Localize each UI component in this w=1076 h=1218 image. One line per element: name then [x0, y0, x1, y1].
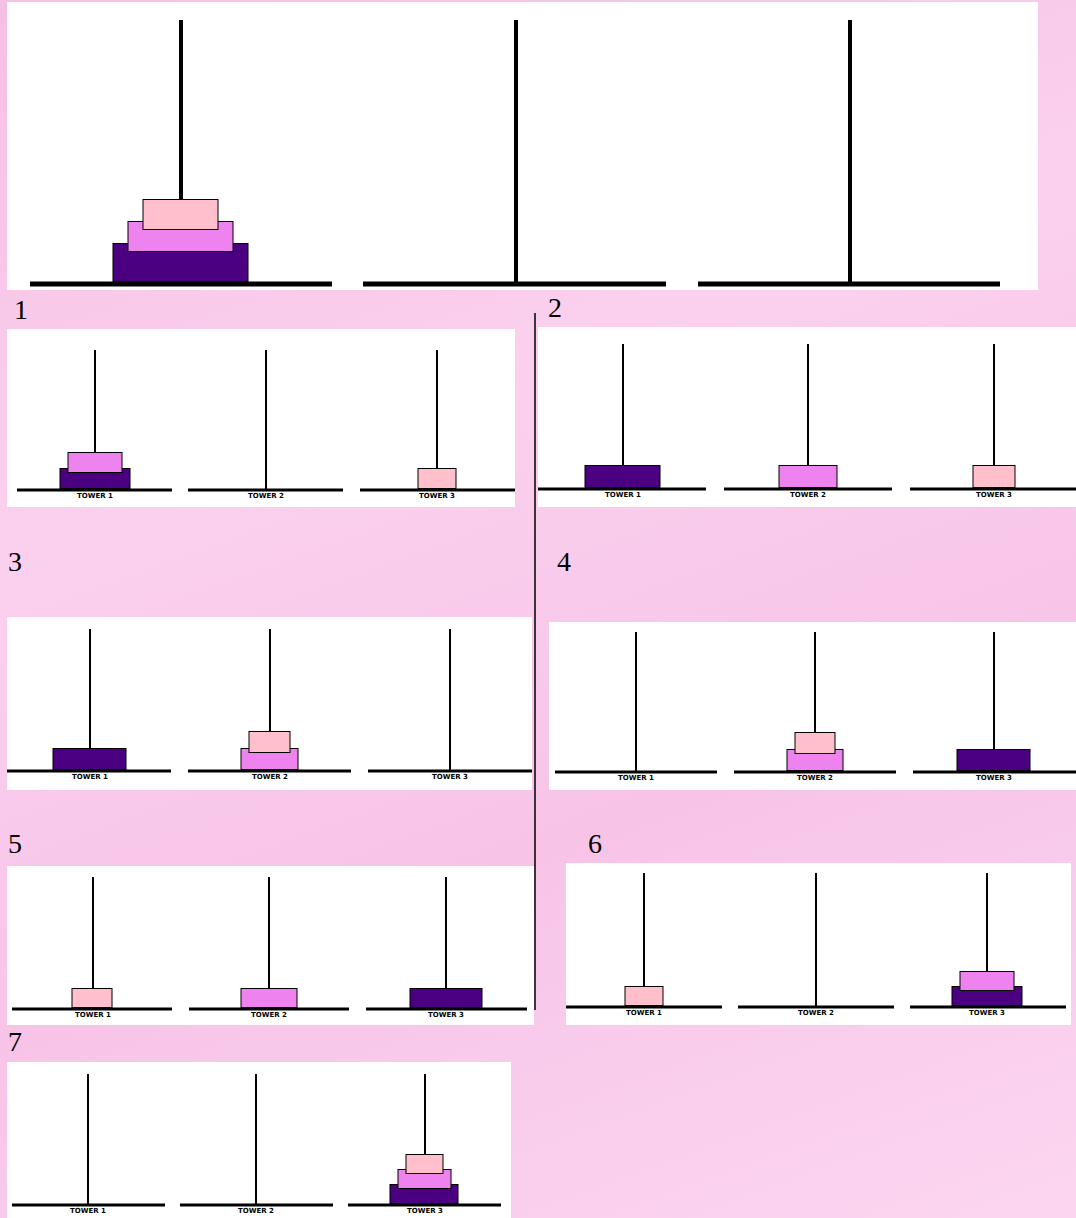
tower-label: TOWER 1 [77, 493, 113, 500]
tower-pole [848, 20, 852, 284]
disk [779, 466, 837, 488]
panel-ground [7, 2, 1038, 290]
step-number: 2 [548, 294, 562, 322]
panel-ground [7, 1062, 511, 1218]
tower-label: TOWER 3 [432, 774, 468, 781]
disk [406, 1155, 443, 1174]
step-panel [566, 863, 1071, 1025]
tower-pole [514, 20, 518, 284]
panel-ground [7, 617, 532, 790]
disk [53, 749, 126, 770]
tower-label: TOWER 1 [605, 492, 641, 499]
panel-ground [566, 863, 1071, 1025]
disk [960, 972, 1014, 991]
tower-base [30, 282, 332, 287]
tower-pole [265, 350, 267, 490]
panel-ground [538, 327, 1076, 507]
tower-label: TOWER 2 [790, 492, 826, 499]
step-number: 3 [8, 548, 22, 576]
disk [143, 200, 218, 230]
tower-base [738, 1006, 894, 1009]
step-panel [7, 866, 534, 1025]
step-number: 5 [8, 830, 22, 858]
disk [418, 469, 456, 489]
tower-label: TOWER 2 [252, 774, 288, 781]
tower-label: TOWER 2 [251, 1012, 287, 1019]
start-panel [7, 2, 1038, 290]
step-number: 6 [588, 830, 602, 858]
tower-label: TOWER 2 [798, 1010, 834, 1017]
tower-base [363, 282, 666, 287]
disk [957, 750, 1030, 771]
tower-base [698, 282, 1000, 287]
tower-pole [815, 873, 817, 1007]
disk [625, 987, 663, 1006]
panel-ground [7, 866, 534, 1025]
step-number: 7 [8, 1028, 22, 1056]
step-number: 4 [557, 548, 571, 576]
tower-label: TOWER 3 [419, 493, 455, 500]
step-number: 1 [14, 296, 28, 324]
tower-label: TOWER 3 [407, 1208, 443, 1215]
tower-label: TOWER 1 [72, 774, 108, 781]
tower-label: TOWER 1 [626, 1010, 662, 1017]
disk [72, 989, 112, 1008]
disk [68, 453, 122, 473]
tower-pole [635, 632, 637, 772]
tower-label: TOWER 2 [248, 493, 284, 500]
tower-base [555, 771, 717, 774]
disk [410, 989, 482, 1008]
panel-ground [7, 329, 515, 507]
disk [241, 989, 297, 1008]
tower-label: TOWER 3 [969, 1010, 1005, 1017]
tower-label: TOWER 3 [976, 775, 1012, 782]
disk [973, 466, 1015, 488]
disk [249, 732, 290, 753]
tower-base [368, 770, 532, 773]
tower-pole [449, 629, 451, 771]
step-panel [7, 1062, 511, 1218]
disk [585, 466, 660, 488]
tower-label: TOWER 1 [75, 1012, 111, 1019]
tower-base [12, 1204, 165, 1207]
tower-label: TOWER 1 [618, 775, 654, 782]
divider-line [534, 313, 536, 1010]
tower-pole [87, 1074, 89, 1205]
tower-base [188, 489, 343, 492]
panel-ground [549, 622, 1076, 790]
disk [795, 733, 835, 754]
step-panel [549, 622, 1076, 790]
tower-label: TOWER 1 [70, 1208, 106, 1215]
tower-pole [255, 1074, 257, 1205]
step-panel [538, 327, 1076, 507]
tower-label: TOWER 2 [797, 775, 833, 782]
step-panel [7, 329, 515, 507]
tower-label: TOWER 2 [238, 1208, 274, 1215]
tower-base [180, 1204, 333, 1207]
tower-label: TOWER 3 [428, 1012, 464, 1019]
step-panel [7, 617, 532, 790]
tower-label: TOWER 3 [976, 492, 1012, 499]
